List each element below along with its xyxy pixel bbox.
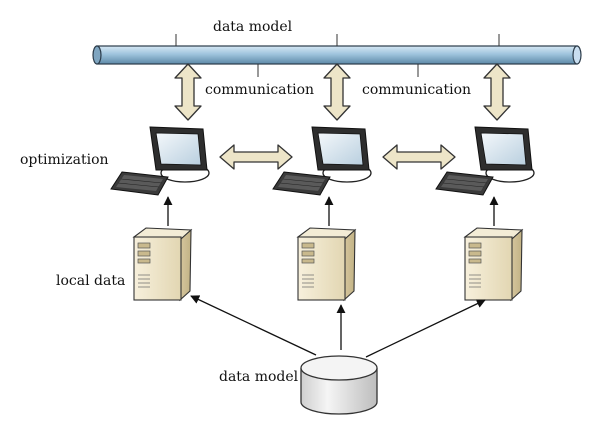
arrow-db-to-server-left [190,295,317,356]
local-data-label: local data [56,273,126,289]
workstation-icon [272,126,372,196]
database-title: data model [219,369,299,385]
workstation-icon [110,126,210,196]
server-icon [132,227,193,302]
double-arrow-icon [174,63,202,121]
server-icon [463,227,524,302]
communication-label-left: communication [205,82,315,98]
data-bus [92,34,582,77]
arrow-db-to-server-right [365,299,486,358]
double-arrow-icon [483,63,511,121]
workstation-icon [435,126,535,196]
double-arrow-icon [219,144,293,170]
communication-label-right: communication [362,82,472,98]
server-icon [296,227,357,302]
optimization-label: optimization [20,152,109,168]
database-icon [300,355,378,415]
double-arrow-icon [323,63,351,121]
double-arrow-icon [382,144,456,170]
bus-title: data model [213,19,293,35]
